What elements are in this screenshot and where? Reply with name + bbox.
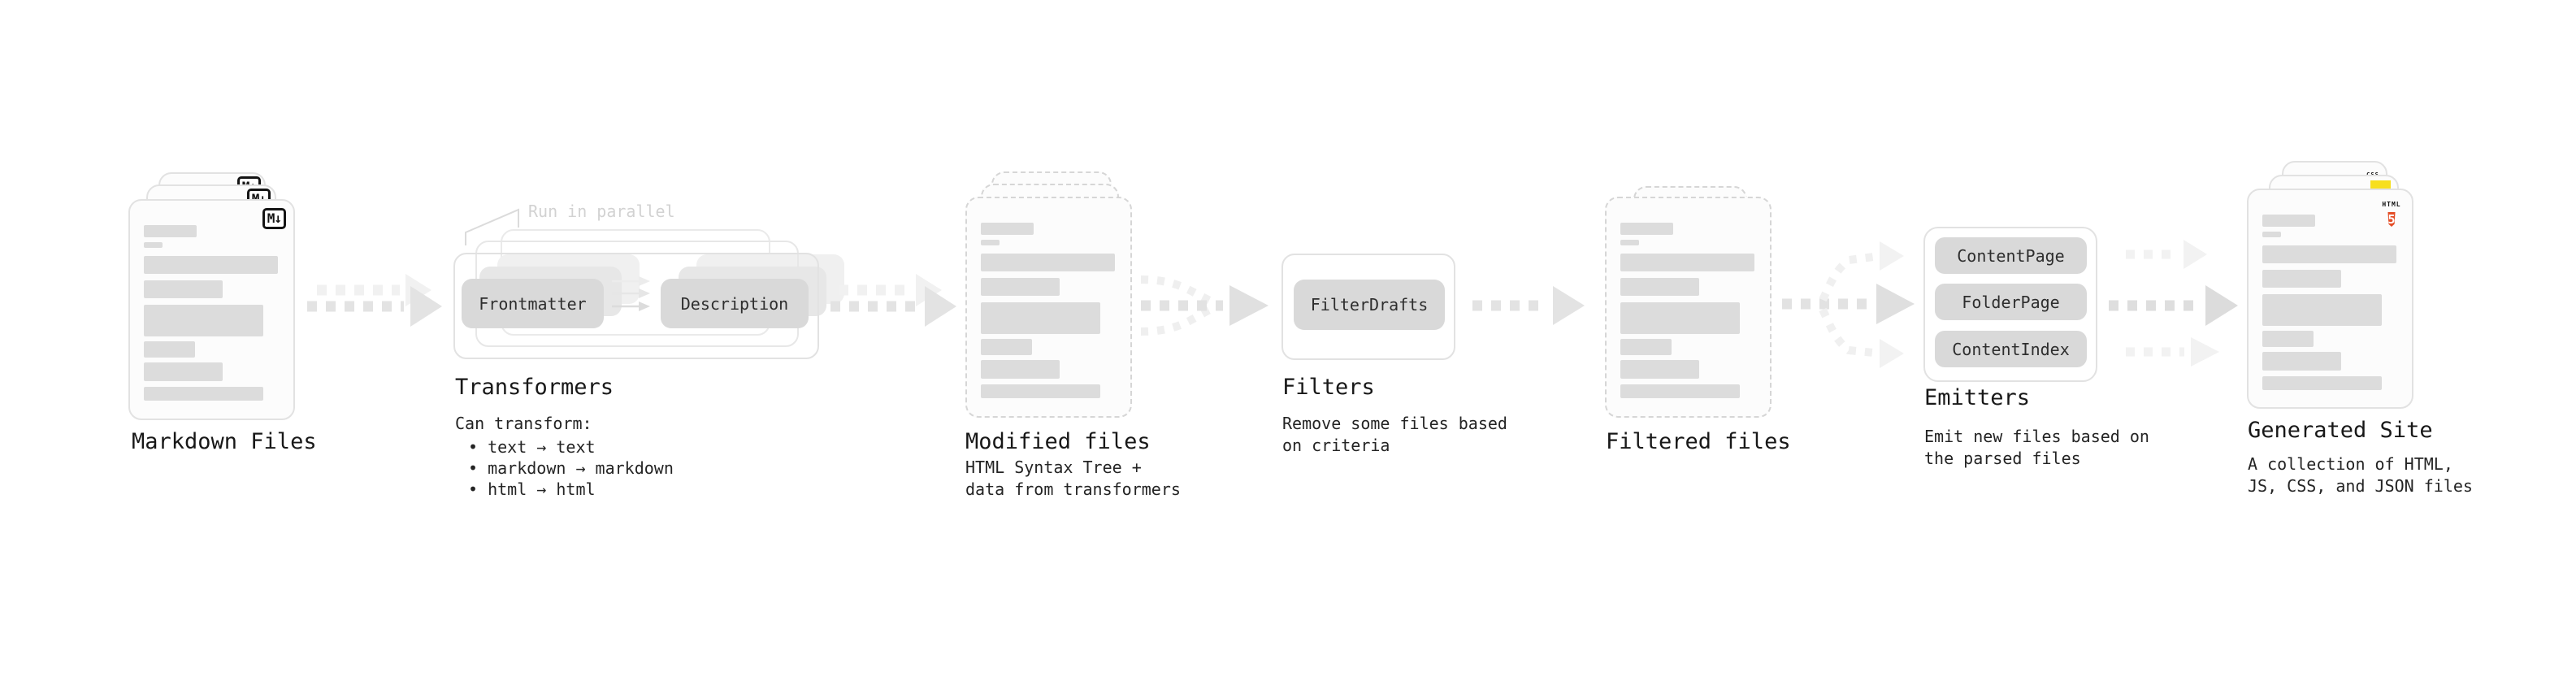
modified-files-subtext: HTML Syntax Tree + data from transformer…	[965, 458, 1181, 499]
text-placeholder	[981, 339, 1032, 355]
filters-subtext: Remove some files based on criteria	[1282, 414, 1507, 455]
text-placeholder	[1620, 254, 1754, 271]
transformers-bullet: • html → html	[468, 479, 596, 499]
frontmatter-pill: Frontmatter	[462, 279, 604, 328]
site-file-card-html: HTML 5	[2247, 189, 2413, 409]
transformer-layer-front	[453, 253, 819, 359]
arrow-transformers-to-modified	[830, 274, 956, 327]
markdown-file-card: M↓	[128, 199, 295, 420]
text-placeholder	[1620, 360, 1699, 379]
text-placeholder	[144, 341, 195, 358]
arrow-filtered-to-emitters	[1782, 241, 1915, 368]
text-placeholder	[1620, 240, 1639, 245]
generated-site-subtext: A collection of HTML, JS, CSS, and JSON …	[2248, 454, 2473, 496]
stage-label-transformers: Transformers	[455, 375, 614, 400]
text-placeholder	[144, 225, 197, 237]
text-placeholder	[1620, 223, 1673, 235]
text-placeholder	[2262, 215, 2315, 227]
arrow-filters-to-filtered	[1472, 286, 1585, 325]
contentindex-pill: ContentIndex	[1935, 331, 2087, 367]
description-pill: Description	[661, 279, 809, 328]
text-placeholder	[2262, 270, 2341, 288]
transformers-bullet: • markdown → markdown	[468, 458, 674, 478]
text-placeholder	[2262, 352, 2341, 371]
stage-label-modified-files: Modified files	[965, 429, 1151, 454]
stage-label-filters: Filters	[1282, 375, 1375, 400]
arrow-modified-to-filters	[1140, 275, 1268, 336]
text-placeholder	[981, 240, 1000, 245]
run-in-parallel-annotation: Run in parallel	[528, 202, 675, 221]
text-placeholder	[144, 256, 278, 274]
html5-icon-text: HTML	[2382, 201, 2401, 208]
text-placeholder	[2262, 232, 2281, 237]
folderpage-pill: FolderPage	[1935, 284, 2087, 320]
text-placeholder	[2262, 294, 2382, 326]
text-placeholder	[1620, 339, 1672, 355]
stage-label-emitters: Emitters	[1924, 385, 2031, 410]
emitters-box	[1923, 227, 2097, 382]
transformers-subtext: Can transform:	[455, 414, 592, 433]
text-placeholder	[1620, 384, 1740, 398]
text-placeholder	[981, 360, 1060, 379]
stage-label-filtered-files: Filtered files	[1606, 429, 1791, 454]
text-placeholder	[981, 223, 1034, 235]
contentpage-pill: ContentPage	[1935, 237, 2087, 274]
text-placeholder	[2262, 245, 2396, 263]
text-placeholder	[144, 387, 263, 401]
stage-label-generated-site: Generated Site	[2248, 418, 2433, 443]
arrow-markdown-to-transformers	[307, 274, 442, 327]
text-placeholder	[1620, 278, 1699, 296]
text-placeholder	[981, 384, 1100, 398]
filters-box	[1281, 254, 1455, 360]
text-placeholder	[981, 302, 1100, 334]
text-placeholder	[144, 362, 223, 381]
arrow-emitters-to-site	[2109, 240, 2238, 367]
filtered-file-card	[1605, 197, 1772, 418]
text-placeholder	[1620, 302, 1740, 334]
html5-icon: HTML 5	[2379, 194, 2404, 229]
text-placeholder	[2262, 376, 2382, 390]
text-placeholder	[144, 305, 263, 336]
js-icon	[2370, 180, 2391, 190]
text-placeholder	[144, 280, 223, 298]
text-placeholder	[981, 254, 1115, 271]
emitters-subtext: Emit new files based on the parsed files	[1924, 427, 2149, 468]
modified-file-card	[965, 197, 1132, 418]
filterdrafts-pill: FilterDrafts	[1294, 280, 1445, 330]
text-placeholder	[2262, 331, 2314, 347]
transformers-bullet: • text → text	[468, 437, 596, 457]
text-placeholder	[981, 278, 1060, 296]
stage-label-markdown-files: Markdown Files	[132, 429, 317, 454]
markdown-icon: M↓	[262, 208, 286, 229]
html5-icon-shield: 5	[2387, 212, 2396, 227]
text-placeholder	[144, 242, 163, 248]
